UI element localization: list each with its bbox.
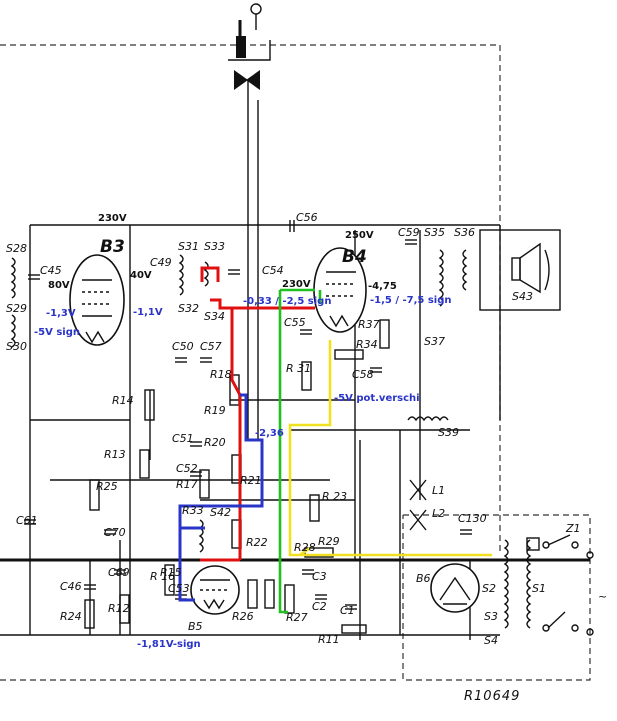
label-r24: R24 (60, 610, 82, 623)
label-s2: S2 (482, 582, 496, 595)
label-r25: R25 (96, 480, 118, 493)
voltage-b4-anode: 250V (345, 230, 374, 241)
annotation-11v: -1,1V (133, 307, 163, 318)
label-c50: C50 (172, 340, 194, 353)
tube-b5 (190, 565, 240, 615)
label-r12: R12 (108, 602, 130, 615)
label-b4: B4 (342, 247, 367, 267)
voltage-80: 80V (48, 280, 70, 291)
label-s35: S35 (424, 226, 445, 239)
label-s37: S37 (424, 335, 445, 348)
tube-b4 (313, 247, 367, 333)
label-r26: R26 (232, 610, 254, 623)
component-labels: S28 C45 S29 S30 C49 S31 S33 S32 S34 C54 … (6, 211, 607, 647)
label-l2: L2 (432, 507, 445, 520)
label-s34: S34 (204, 310, 225, 323)
measurement-traces (178, 266, 492, 614)
label-c53: C53 (168, 582, 190, 595)
annotation-5v-pot: -5V pot.verschi (334, 393, 420, 404)
label-r37: R37 (358, 318, 380, 331)
label-s30: S30 (6, 340, 27, 353)
label-r28: R28 (294, 541, 316, 554)
label-b5: B5 (188, 620, 203, 633)
label-c57: C57 (200, 340, 222, 353)
label-c49: C49 (150, 256, 172, 269)
annotation-236: -2,36 (255, 428, 284, 439)
label-c3: C3 (312, 570, 327, 583)
label-c1: C1 (340, 604, 355, 617)
label-r27: R27 (286, 611, 308, 624)
annotation-181v: -1,81V-sign (137, 639, 201, 650)
mains-section (409, 479, 594, 636)
tube-b3 (69, 254, 125, 346)
label-c59: C59 (398, 226, 420, 239)
label-s43: S43 (512, 290, 533, 303)
label-r11: R11 (318, 633, 340, 646)
volume-control (228, 3, 271, 100)
label-l1: L1 (432, 484, 445, 497)
label-r20: R20 (204, 436, 226, 449)
label-r33: R33 (182, 504, 204, 517)
label-c69: C69 (108, 566, 130, 579)
label-r34: R34 (356, 338, 378, 351)
label-s3: S3 (484, 610, 498, 623)
label-mains-ac: ~ (598, 590, 607, 603)
annotation-033: -0,33 / -2,5 sign (243, 296, 331, 307)
label-s32: S32 (178, 302, 199, 315)
label-s29: S29 (6, 302, 27, 315)
label-s1: S1 (532, 582, 546, 595)
annotation-15: -1,5 / -7,5 sign (370, 295, 451, 306)
label-s42: S42 (210, 506, 231, 519)
label-r15: R15 (160, 566, 182, 579)
voltage-40: 40V (130, 270, 152, 281)
label-c58: C58 (352, 368, 374, 381)
label-c55: C55 (284, 316, 306, 329)
label-r31: R 31 (286, 362, 311, 375)
label-c56: C56 (296, 211, 318, 224)
label-r16: R 16 (150, 570, 175, 583)
voltage-b4-cathode: -4,75 (368, 281, 397, 292)
label-c130: C130 (458, 512, 487, 525)
voltage-b3-anode: 230V (98, 213, 127, 224)
label-s28: S28 (6, 242, 27, 255)
main-wiring (0, 100, 590, 640)
label-s31: S31 (178, 240, 199, 253)
tube-b6 (430, 563, 480, 613)
label-c61: C61 (16, 514, 38, 527)
label-s4: S4 (484, 634, 498, 647)
label-z1: Z1 (565, 522, 581, 535)
label-r14: R14 (112, 394, 134, 407)
label-c46: C46 (60, 580, 82, 593)
annotation-13v: -1,3V (46, 308, 76, 319)
label-r19: R19 (204, 404, 226, 417)
capacitors (24, 220, 472, 610)
label-r13: R13 (104, 448, 126, 461)
label-s36: S36 (454, 226, 475, 239)
coils (10, 249, 532, 629)
voltage-green-230: 230V (282, 279, 311, 290)
label-b3: B3 (100, 237, 125, 257)
label-r17: R17 (176, 478, 198, 491)
label-s39: S39 (438, 426, 459, 439)
label-c45: C45 (40, 264, 62, 277)
label-b6: B6 (416, 572, 431, 585)
label-c2: C2 (312, 600, 327, 613)
drawing-number: R10649 (464, 689, 520, 704)
label-r29: R29 (318, 535, 340, 548)
resistors (84, 319, 390, 634)
speaker-icon (479, 229, 561, 311)
label-r22: R22 (246, 536, 268, 549)
annotation-5v-sign: -5V sign (34, 327, 80, 338)
label-r23: R 23 (322, 490, 347, 503)
label-c70: C70 (104, 526, 126, 539)
label-r21: R21 (240, 474, 262, 487)
label-c54: C54 (262, 264, 284, 277)
label-c52: C52 (176, 462, 198, 475)
label-s33: S33 (204, 240, 225, 253)
label-r18: R18 (210, 368, 232, 381)
label-c51: C51 (172, 432, 194, 445)
